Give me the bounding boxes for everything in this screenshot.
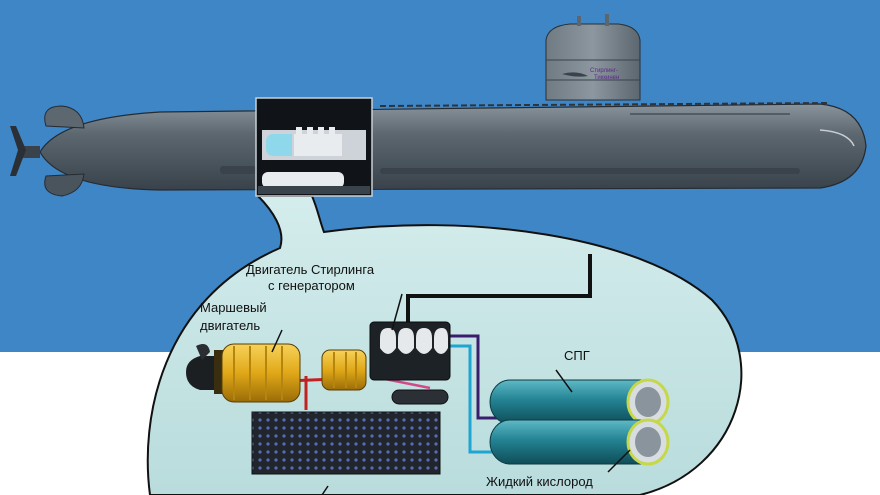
stirling-engine-label-line2: с генератором [268, 278, 355, 293]
stirling-engine-label-line1: Двигатель Стирлинга [246, 262, 375, 277]
battery-bank [251, 411, 441, 475]
upper-rudder [44, 105, 85, 129]
propulsion-motor-label-line2: двигатель [200, 318, 260, 333]
sail-tag-line1: Стирлинг- [590, 68, 618, 74]
lng-tank [489, 378, 670, 426]
submarine: Стирлинг- Тиккинен [10, 14, 867, 197]
liquid-oxygen-tank [489, 418, 670, 466]
hull [39, 103, 867, 191]
lng-line [448, 334, 504, 420]
propulsion-motor-label-line1: Маршевый [200, 300, 267, 315]
leader-lines [271, 293, 631, 495]
liquid-oxygen-label: Жидкий кислород [486, 474, 593, 489]
sail [545, 23, 641, 101]
sail-tag-line2: Тиккинен [594, 75, 619, 81]
stirling-engine [369, 321, 451, 405]
propeller [10, 126, 26, 176]
generator [321, 349, 367, 391]
propulsion-motor [186, 343, 301, 403]
oxygen-line [448, 344, 504, 454]
exhaust-pipe [406, 254, 592, 326]
lower-rudder [44, 173, 85, 197]
lng-label: СПГ [564, 348, 590, 363]
